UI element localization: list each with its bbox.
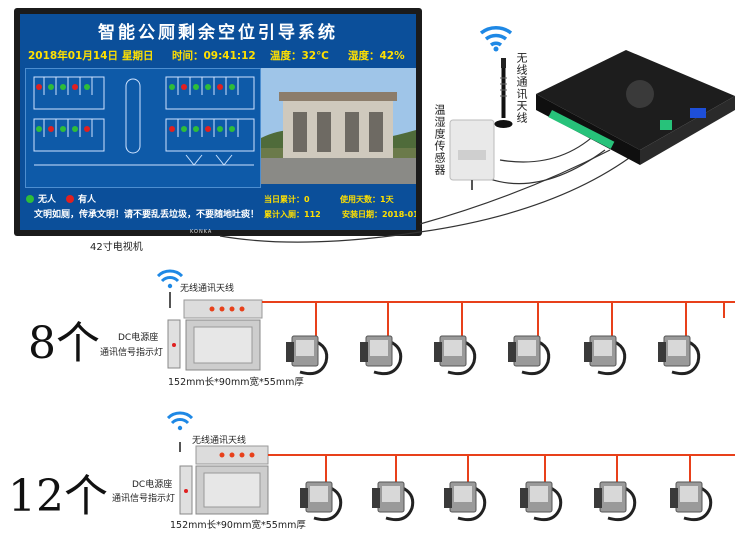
occupancy-sensor-icon: [658, 335, 701, 376]
occupancy-sensor-icon: [360, 335, 403, 376]
screen-weekday: 星期日: [122, 50, 154, 62]
sensor-label: 温湿度传感器: [433, 104, 446, 176]
days-used: 使用天数：1天: [340, 195, 394, 204]
group-1-dimensions: 152mm长*90mm宽*55mm厚: [168, 377, 304, 388]
toilet-photo: [261, 68, 416, 184]
antenna-icon: [494, 58, 513, 128]
today-total: 当日累计：0: [264, 195, 310, 204]
screen-humidity: 湿度：42%: [348, 50, 405, 62]
used-dot-icon: [66, 194, 75, 203]
group-2-dimensions: 152mm长*90mm宽*55mm厚: [170, 520, 306, 531]
group-2-antenna-label: 无线通讯天线: [192, 436, 247, 446]
occupancy-sensor-icon: [300, 481, 343, 522]
occupancy-sensor-icon: [444, 481, 487, 522]
screen-date: 2018年01月14日: [28, 50, 118, 62]
occupancy-sensor-icon: [434, 335, 477, 376]
occupancy-legend: 无人 有人: [26, 192, 96, 205]
group-2-power-label: DC电源座: [132, 480, 173, 490]
wifi-icon: [479, 25, 513, 52]
occupancy-sensor-icon: [508, 335, 551, 376]
legend-used: 有人: [78, 195, 97, 205]
group-1-power-label: DC电源座: [118, 333, 159, 343]
screen-time: 时间：09:41:12: [172, 50, 256, 62]
cumulative-total: 累计入厕：112: [264, 210, 321, 219]
tv-screen: 智能公厕剩余空位引导系统 2018年01月14日 星期日 时间：09:41:12…: [20, 14, 416, 230]
receiver-box-icon: [179, 445, 269, 515]
wifi-icon: [166, 411, 194, 431]
occupancy-sensor-icon: [594, 481, 637, 522]
free-dot-icon: [26, 194, 34, 203]
occupancy-sensor-icon: [670, 481, 713, 522]
screen-title: 智能公厕剩余空位引导系统: [98, 23, 338, 43]
group-2-count: 12个: [8, 471, 108, 522]
screen-temperature: 温度：32℃: [270, 50, 329, 62]
group-2-indicator-label: 通讯信号指示灯: [112, 494, 176, 504]
controller-box-icon: [536, 50, 735, 165]
group-1-indicator-label: 通讯信号指示灯: [100, 348, 164, 358]
group-1-count: 8个: [28, 318, 100, 369]
group-1-antenna-label: 无线通讯天线: [180, 284, 235, 294]
wifi-icon: [156, 269, 184, 289]
slogan: 文明如厕，传承文明！请不要乱丢垃圾，不要随地吐痰！: [34, 210, 260, 220]
occupancy-sensor-icon: [520, 481, 563, 522]
tv-caption: 42寸电视机: [90, 242, 143, 253]
receiver-box-icon: [167, 299, 263, 371]
sensor-icon: [449, 119, 495, 190]
install-date: 安装日期：2018-01-10: [342, 210, 416, 219]
occupancy-sensor-icon: [372, 481, 415, 522]
occupancy-sensor-icon: [584, 335, 627, 376]
legend-free: 无人: [38, 195, 57, 205]
tv-brand: KONKA: [190, 229, 213, 235]
top-antenna-label: 无线通讯天线: [515, 52, 528, 124]
occupancy-sensor-icon: [286, 335, 329, 376]
floor-plan: [25, 68, 261, 188]
